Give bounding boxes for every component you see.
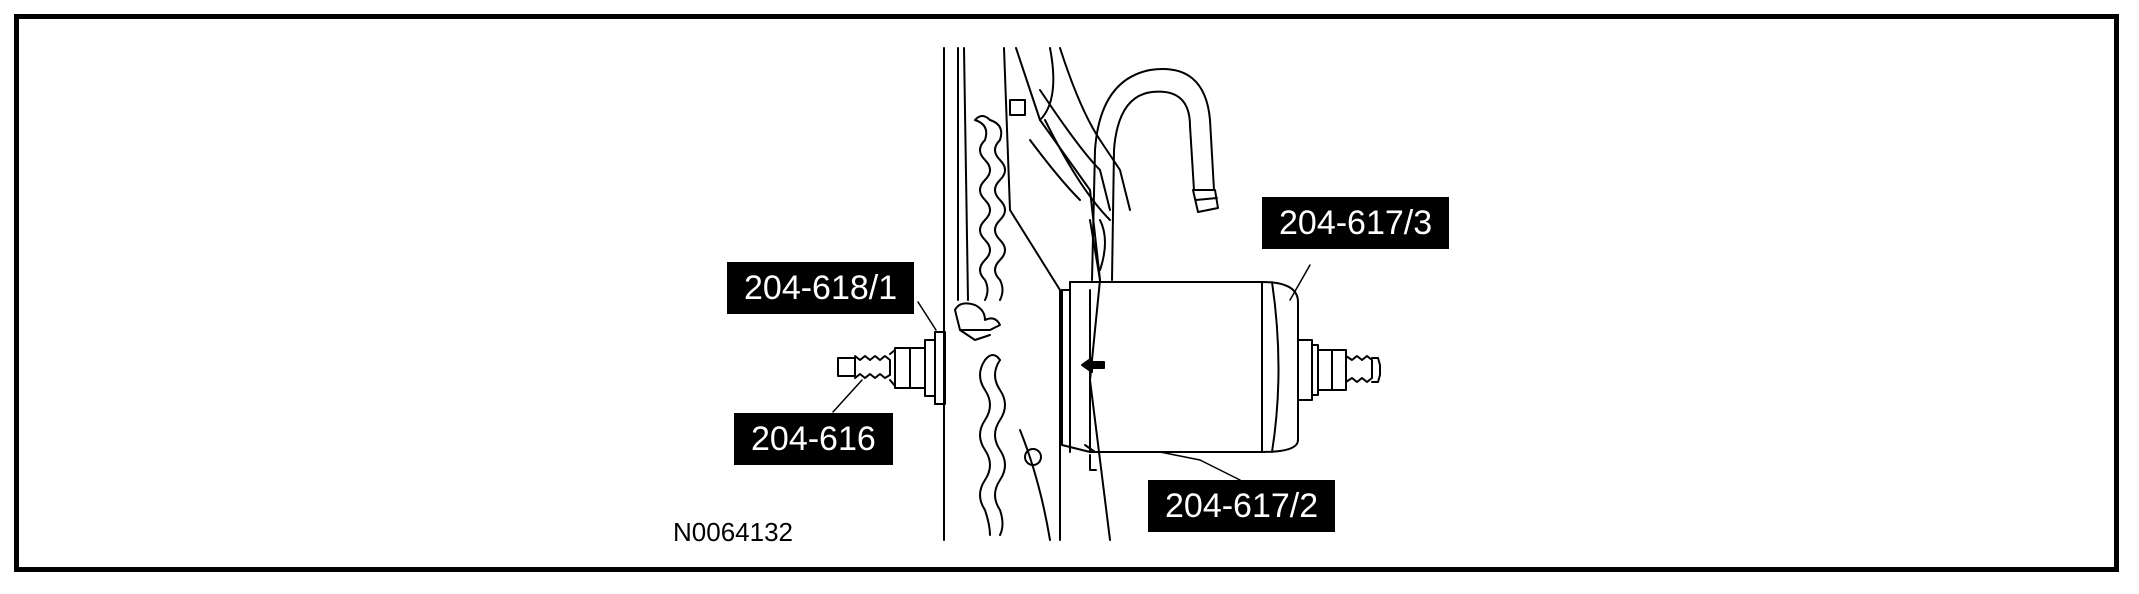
callout-204-617-2: 204-617/2 xyxy=(1148,480,1336,532)
panel-hole xyxy=(1024,448,1042,466)
panel-seal xyxy=(954,302,1001,341)
sealer-bead-lower xyxy=(979,354,1006,536)
fuel-line xyxy=(1091,68,1219,281)
flow-arrow-icon xyxy=(1081,357,1105,373)
filter-body xyxy=(1061,281,1299,471)
figure-id: N0064132 xyxy=(673,517,793,547)
hose-adapter-left xyxy=(837,331,946,405)
callout-204-616: 204-616 xyxy=(734,413,893,465)
leader-lines xyxy=(832,264,1311,481)
figure-frame xyxy=(14,14,2119,572)
callout-204-618-1: 204-618/1 xyxy=(727,262,915,314)
callout-204-617-3: 204-617/3 xyxy=(1262,197,1450,249)
bracket xyxy=(1009,47,1131,271)
hose-adapter-right xyxy=(1297,339,1381,401)
sealer-bead-upper xyxy=(974,115,1006,301)
body-panel xyxy=(943,47,1111,541)
